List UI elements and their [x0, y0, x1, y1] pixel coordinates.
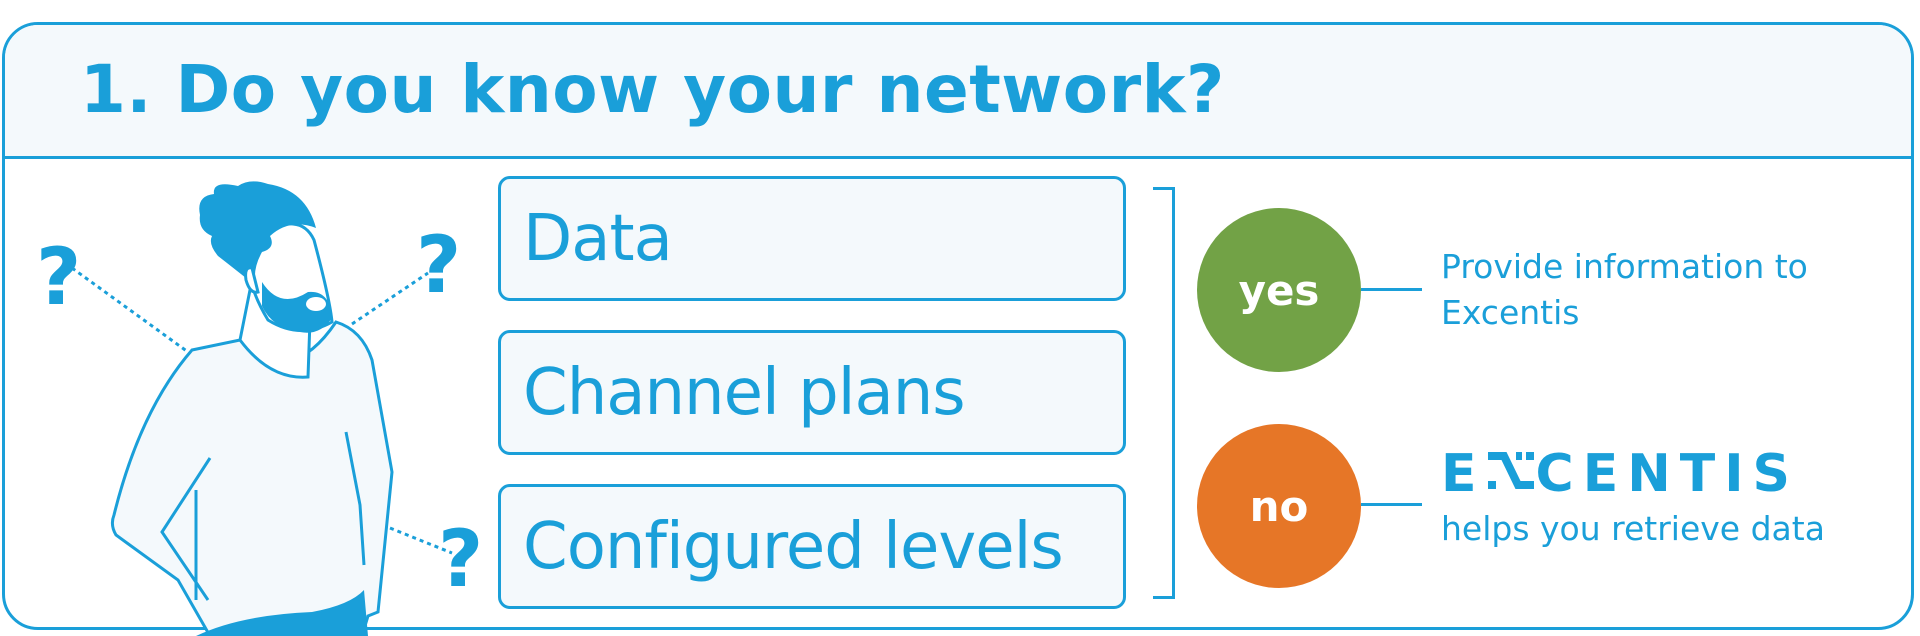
- no-badge: no: [1197, 424, 1361, 588]
- item-box-data: Data: [498, 176, 1126, 301]
- ear: [244, 266, 260, 294]
- item-label: Channel plans: [523, 355, 966, 430]
- yes-outcome: Provide information to Excentis: [1441, 244, 1808, 336]
- question-mark-icon: ?: [438, 515, 483, 605]
- torso: [110, 320, 394, 636]
- mouth: [306, 297, 326, 311]
- yes-connector: [1361, 288, 1422, 291]
- yes-outcome-line: Excentis: [1441, 293, 1580, 332]
- yes-outcome-line: Provide information to: [1441, 247, 1808, 286]
- question-mark-icon: ?: [36, 233, 81, 323]
- group-bracket: [1153, 187, 1175, 599]
- logo-letter-e: E: [1441, 444, 1486, 504]
- card-header: 1. Do you know your network?: [5, 25, 1911, 159]
- arm-line: [344, 431, 366, 566]
- hair: [199, 181, 316, 286]
- arm-line: [160, 457, 212, 601]
- yes-label: yes: [1238, 265, 1320, 315]
- dotted-line: [71, 266, 189, 354]
- yes-badge: yes: [1197, 208, 1361, 372]
- page-title: 1. Do you know your network?: [80, 51, 1225, 128]
- no-connector: [1361, 503, 1422, 506]
- item-box-configured-levels: Configured levels: [498, 484, 1126, 609]
- question-mark-icon: ?: [416, 221, 461, 311]
- beard: [262, 282, 332, 333]
- wondering-person-illustration: ? ? ?: [36, 181, 483, 636]
- item-box-channel-plans: Channel plans: [498, 330, 1126, 455]
- item-label: Data: [523, 201, 673, 276]
- logo-x-icon: [1487, 452, 1534, 489]
- item-label: Configured levels: [523, 509, 1064, 584]
- no-tagline: helps you retrieve data: [1441, 509, 1825, 548]
- pants: [196, 590, 368, 636]
- excentis-logo: E CENTIS: [1441, 444, 1799, 504]
- logo-text: CENTIS: [1535, 444, 1800, 504]
- no-label: no: [1249, 481, 1309, 531]
- dotted-line: [389, 526, 453, 555]
